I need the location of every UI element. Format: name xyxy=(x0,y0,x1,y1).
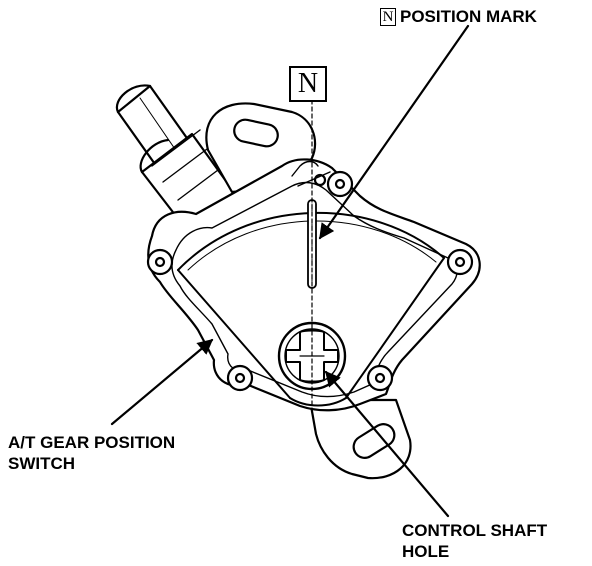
shaft-label: CONTROL SHAFT HOLE xyxy=(402,520,547,562)
shaft-label-line2: HOLE xyxy=(402,542,450,561)
shaft-label-line1: CONTROL SHAFT xyxy=(402,521,548,540)
switch-label-line2: SWITCH xyxy=(8,454,76,473)
n-callout-box: N xyxy=(289,66,327,102)
bolt-holes xyxy=(146,170,474,392)
bottom-mounting-ear xyxy=(308,398,412,480)
shaft-leader xyxy=(324,370,450,518)
switch-label: A/T GEAR POSITION SWITCH xyxy=(8,432,175,474)
switch-leader xyxy=(110,338,214,426)
switch-label-line1: A/T GEAR POSITION xyxy=(8,433,176,452)
position-mark-text: POSITION MARK xyxy=(400,7,537,26)
boxed-n-symbol: N xyxy=(380,8,396,26)
position-mark-leader xyxy=(318,24,470,240)
